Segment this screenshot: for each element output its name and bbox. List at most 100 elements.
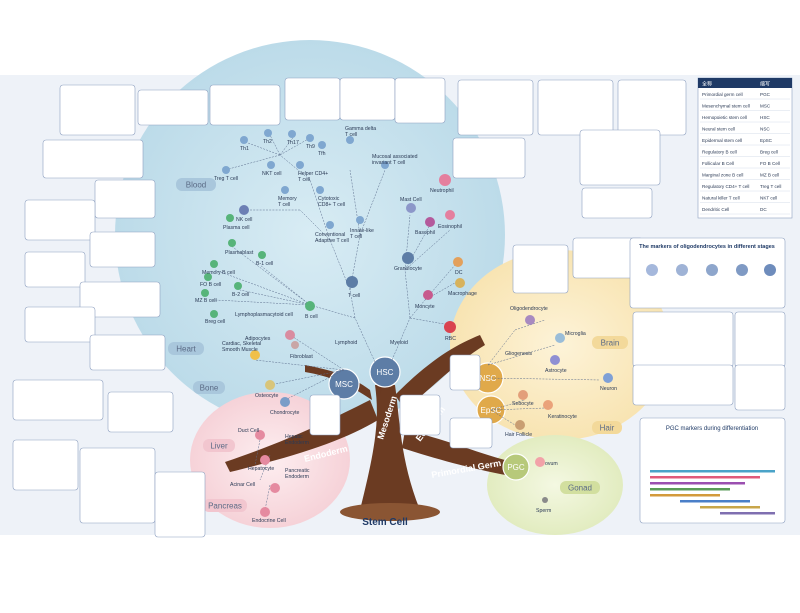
mz-b-cell-icon [201,289,209,297]
oligo-stage-icons [646,264,776,276]
legend-header-name: 全称 [702,81,712,88]
th2-cell-icon [264,129,272,137]
neutrophil-marker-card [457,79,534,136]
eosinophil-marker-card [537,79,614,136]
myeloid-label: Myeloid [390,340,408,346]
tfh-cell-icon [318,141,326,149]
legend-abbreviation: HSC [760,115,770,120]
hepatocyte-label: Hepatocyte [248,466,274,472]
lineage-lines [214,134,601,511]
pgc-panel-title: PGC markers during differentiation [666,426,758,432]
legend-box [697,77,793,219]
eosinophil-label: Eosinophil [438,224,462,230]
oligo-panel-title: The markers of oligodendrocytes in diffe… [639,244,775,250]
legend-abbreviation: Breg cell [760,150,778,155]
epsc-label: EpSC [481,406,502,415]
th17-cell-icon [288,130,296,138]
conventional-cell-icon [326,221,334,229]
tree-trunk [360,385,420,510]
neuron-label: Neuron [600,386,617,392]
basophil-label: Basophil [415,230,435,236]
legend-header-abbr: 缩写 [760,81,770,88]
fo-b-marker-card [79,281,161,318]
adipocytes-icon [250,350,260,360]
gonad-zone [487,435,623,535]
keratinocyte-label: Keratinocyte [548,414,577,420]
ectoderm-branch-shape [395,335,485,410]
breg-label: Breg cell [205,319,225,325]
plasmablast-cell-icon [228,239,236,247]
neutrophil-label: Neutrophil [430,188,454,194]
gonad-tag [560,481,600,494]
b2-label: B-2 cell [232,292,249,298]
microglia-label: Microglia [565,331,586,337]
nkt-marker-card [59,84,136,136]
plasma-cell-icon [226,214,234,222]
plasmablast-label: Plasmablast [225,250,254,256]
treg-cell-icon [222,166,230,174]
legend-full-name: Primordial germ cell [702,92,743,97]
germ-branch [402,430,525,478]
fo-b-cell-icon [204,273,212,281]
endocrine-icon [260,507,270,517]
nk-label: NK cell [236,217,252,223]
duct-icon [255,430,265,440]
fibroblast-marker-card [107,391,174,433]
helper-label: Helper CD4+T cell [298,171,328,183]
nsc-marker-card [449,354,481,391]
breg-marker-card [89,334,166,371]
memory-t-cell-icon [281,186,289,194]
heart-tag-label: Heart [176,345,196,354]
osteocyte-marker-card [12,439,79,491]
oligodendrocyte-icon [525,315,535,325]
adipocytes-label: Adipocytes [245,336,271,342]
msc-hub [328,368,360,400]
legend-full-name: Marginal zone B cell [702,173,743,178]
breg-cell-icon [210,310,218,318]
nk-cell-icon [239,205,249,215]
monocyte-marker-card [581,187,653,219]
oocyte-icon [535,457,545,467]
mast-cell-icon [406,203,416,213]
keratinocyte-marker-card [734,364,786,411]
legend-full-name: Mesenchymal stem cell [702,104,750,109]
th-marker-card-1 [137,89,209,126]
rbc-marker-card [512,244,569,294]
keratinocyte-icon [543,400,553,410]
title: Stem Cell [362,517,408,528]
mz-b-marker-card [24,306,96,343]
msc-marker-card [309,394,341,436]
plasma-marker-card [24,199,96,241]
bone-tag-label: Bone [200,384,219,393]
legend-abbreviation: MSC [760,104,771,109]
trunk-base [340,503,440,521]
monocyte-label: Moncyte [415,304,435,310]
liver-tag-label: Liver [210,442,228,451]
hsc-hub [369,356,401,388]
nkt-cell-icon [267,161,275,169]
th1-label: Th1 [240,146,249,152]
lymphoid-label: Lymphoid [335,340,357,346]
granulocyte-label: Granulocyte [394,266,422,272]
nk-marker-card [94,179,156,219]
mait-marker-card [339,77,396,121]
b-cell-icon [305,301,315,311]
legend-full-name: Regulatory CD4+ T cell [702,184,749,189]
mast-marker-card [394,77,446,124]
microglia-marker-card [632,311,734,368]
blood-tag-label: Blood [186,181,206,190]
ectoderm-zone [450,250,670,440]
hsc-marker-card [399,394,441,436]
th-marker-card-2 [209,84,281,126]
gonad-tag-label: Gonad [568,484,592,493]
microglia-icon [555,333,565,343]
dc-marker-card [579,129,661,186]
brain-tag-label: Brain [601,339,620,348]
mast-label: Mast Cell [400,197,422,203]
